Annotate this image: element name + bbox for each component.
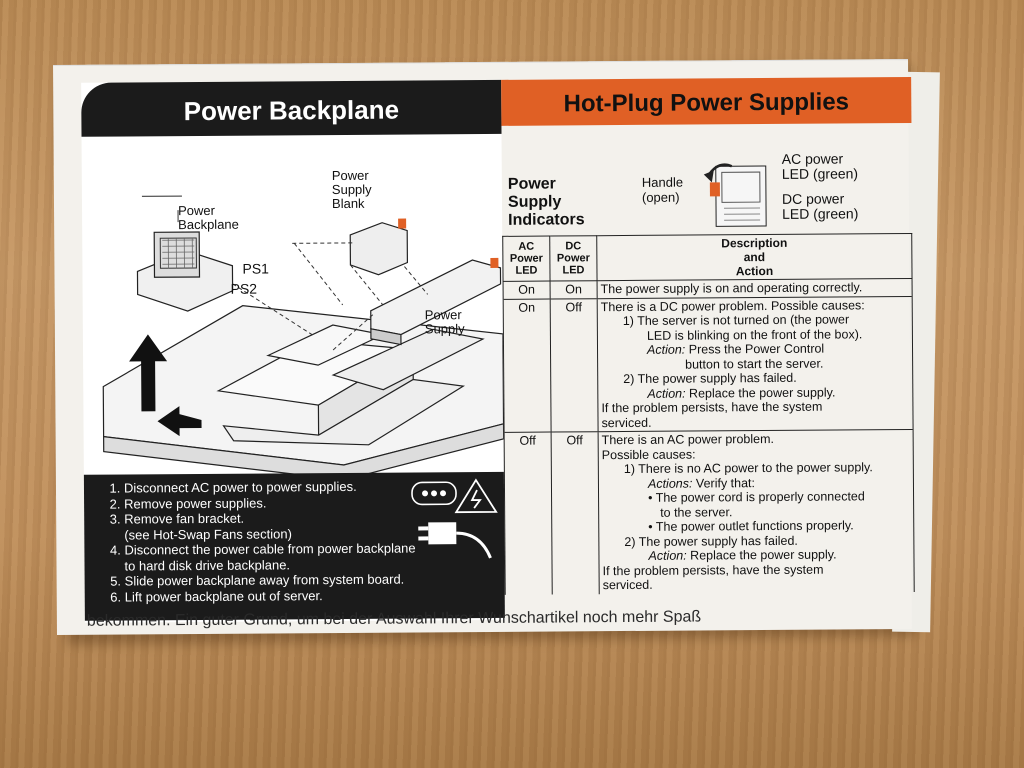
hot-plug-title: Hot-Plug Power Supplies [501,77,912,126]
cell-dc: Off [551,431,600,595]
power-backplane-panel: Power Backplane [81,79,505,623]
server-diagram-icon [102,195,505,481]
label-handle: Handle (open) [641,174,684,205]
label-power-supply-blank: Power Supply Blank [331,167,372,212]
desc-line: serviced. [601,415,652,430]
cell-dc: Off [550,298,599,433]
action-label: Action: [648,548,687,563]
label-ac-led: AC power LED (green) [781,150,859,182]
desc-line: Press the Power Control [685,341,825,357]
action-label: Action: [646,342,686,357]
label-power-backplane: Power Backplane [177,202,239,233]
desc-line: There is a DC power problem. Possible ca… [600,297,865,314]
action-label: Actions: [647,476,693,491]
cell-ac: On [503,281,551,299]
cell-ac: Off [504,432,553,595]
action-label: Action: [647,386,686,401]
desc-line: serviced. [602,577,653,593]
desc-line: Replace the power supply. [686,547,837,563]
cell-ac: On [503,298,552,433]
cell-dc: On [550,280,598,299]
cell-description: The power supply is on and operating cor… [597,278,913,299]
label-ps2: PS2 [230,280,258,297]
table-row: Off Off There is an AC power problem. Po… [504,429,915,595]
desc-line: 1) There is no AC power to the power sup… [623,460,873,477]
power-supply-handle-icon [703,163,767,227]
label-ps1: PS1 [242,260,269,277]
desc-line: • The power cord is properly connected [648,489,865,505]
header-description: Description and Action [596,233,913,281]
instruction-sheet: Power Backplane [53,59,915,635]
server-illustration: Power Backplane Power Supply Blank PS1 P… [82,134,505,481]
cell-description: There is an AC power problem. Possible c… [598,429,915,594]
header-dc-power-led: DC Power LED [549,235,598,282]
desc-line: Replace the power supply. [685,385,836,401]
power-connector-warning-icon [411,478,498,559]
indicators-title: Power Supply Indicators [507,175,585,229]
header-ac-power-led: AC Power LED [502,236,551,282]
removal-steps: Disconnect AC power to power supplies. R… [83,471,505,621]
label-power-supply: Power Supply [424,307,465,337]
reverse-side-text: bekommen. Ein guter Grund, um bei der Au… [86,608,702,630]
desc-line: Verify that: [692,475,756,491]
label-dc-led: DC power LED (green) [781,190,859,222]
hot-plug-power-supplies-panel: Hot-Plug Power Supplies Power Supply Ind… [501,77,915,620]
step-item: Lift power backplane out of server. [125,586,495,604]
cell-description: There is a DC power problem. Possible ca… [597,295,914,432]
power-supply-indicators-table: AC Power LED DC Power LED Description an… [502,233,915,595]
table-row: On Off There is a DC power problem. Poss… [503,295,914,433]
power-backplane-title: Power Backplane [81,79,502,137]
